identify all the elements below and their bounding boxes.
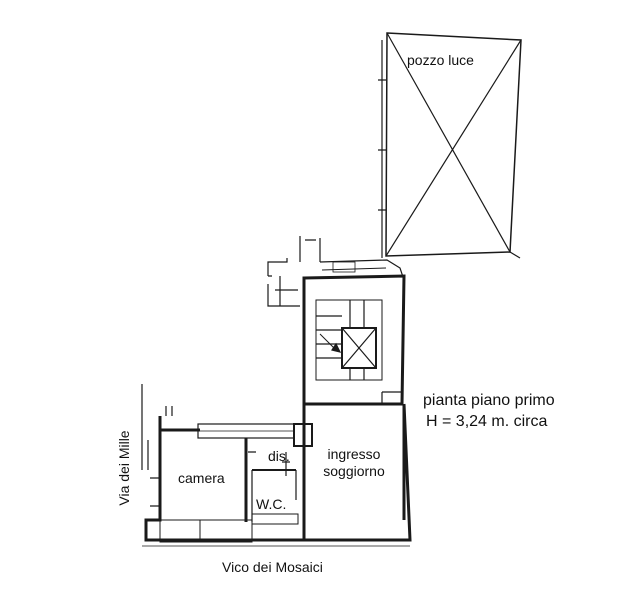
room-label-dis: dis. xyxy=(268,448,290,464)
stair-core xyxy=(302,274,406,406)
height-note: H = 3,24 m. circa xyxy=(426,413,548,430)
bedroom-block xyxy=(141,384,313,543)
upper-landing xyxy=(267,236,405,307)
room-label-camera: camera xyxy=(178,470,225,486)
room-label-pozzo-luce: pozzo luce xyxy=(407,52,474,68)
street-label-bottom: Vico dei Mosaici xyxy=(222,559,323,575)
room-label-soggiorno: soggiorno xyxy=(323,463,385,479)
street-label-left: Via dei Mille xyxy=(116,430,132,506)
living-room xyxy=(302,403,412,542)
room-label-wc: W.C. xyxy=(256,496,287,512)
plan-title: pianta piano primo xyxy=(423,392,555,409)
light-well xyxy=(378,32,522,259)
room-label-ingresso: ingresso xyxy=(327,446,381,462)
